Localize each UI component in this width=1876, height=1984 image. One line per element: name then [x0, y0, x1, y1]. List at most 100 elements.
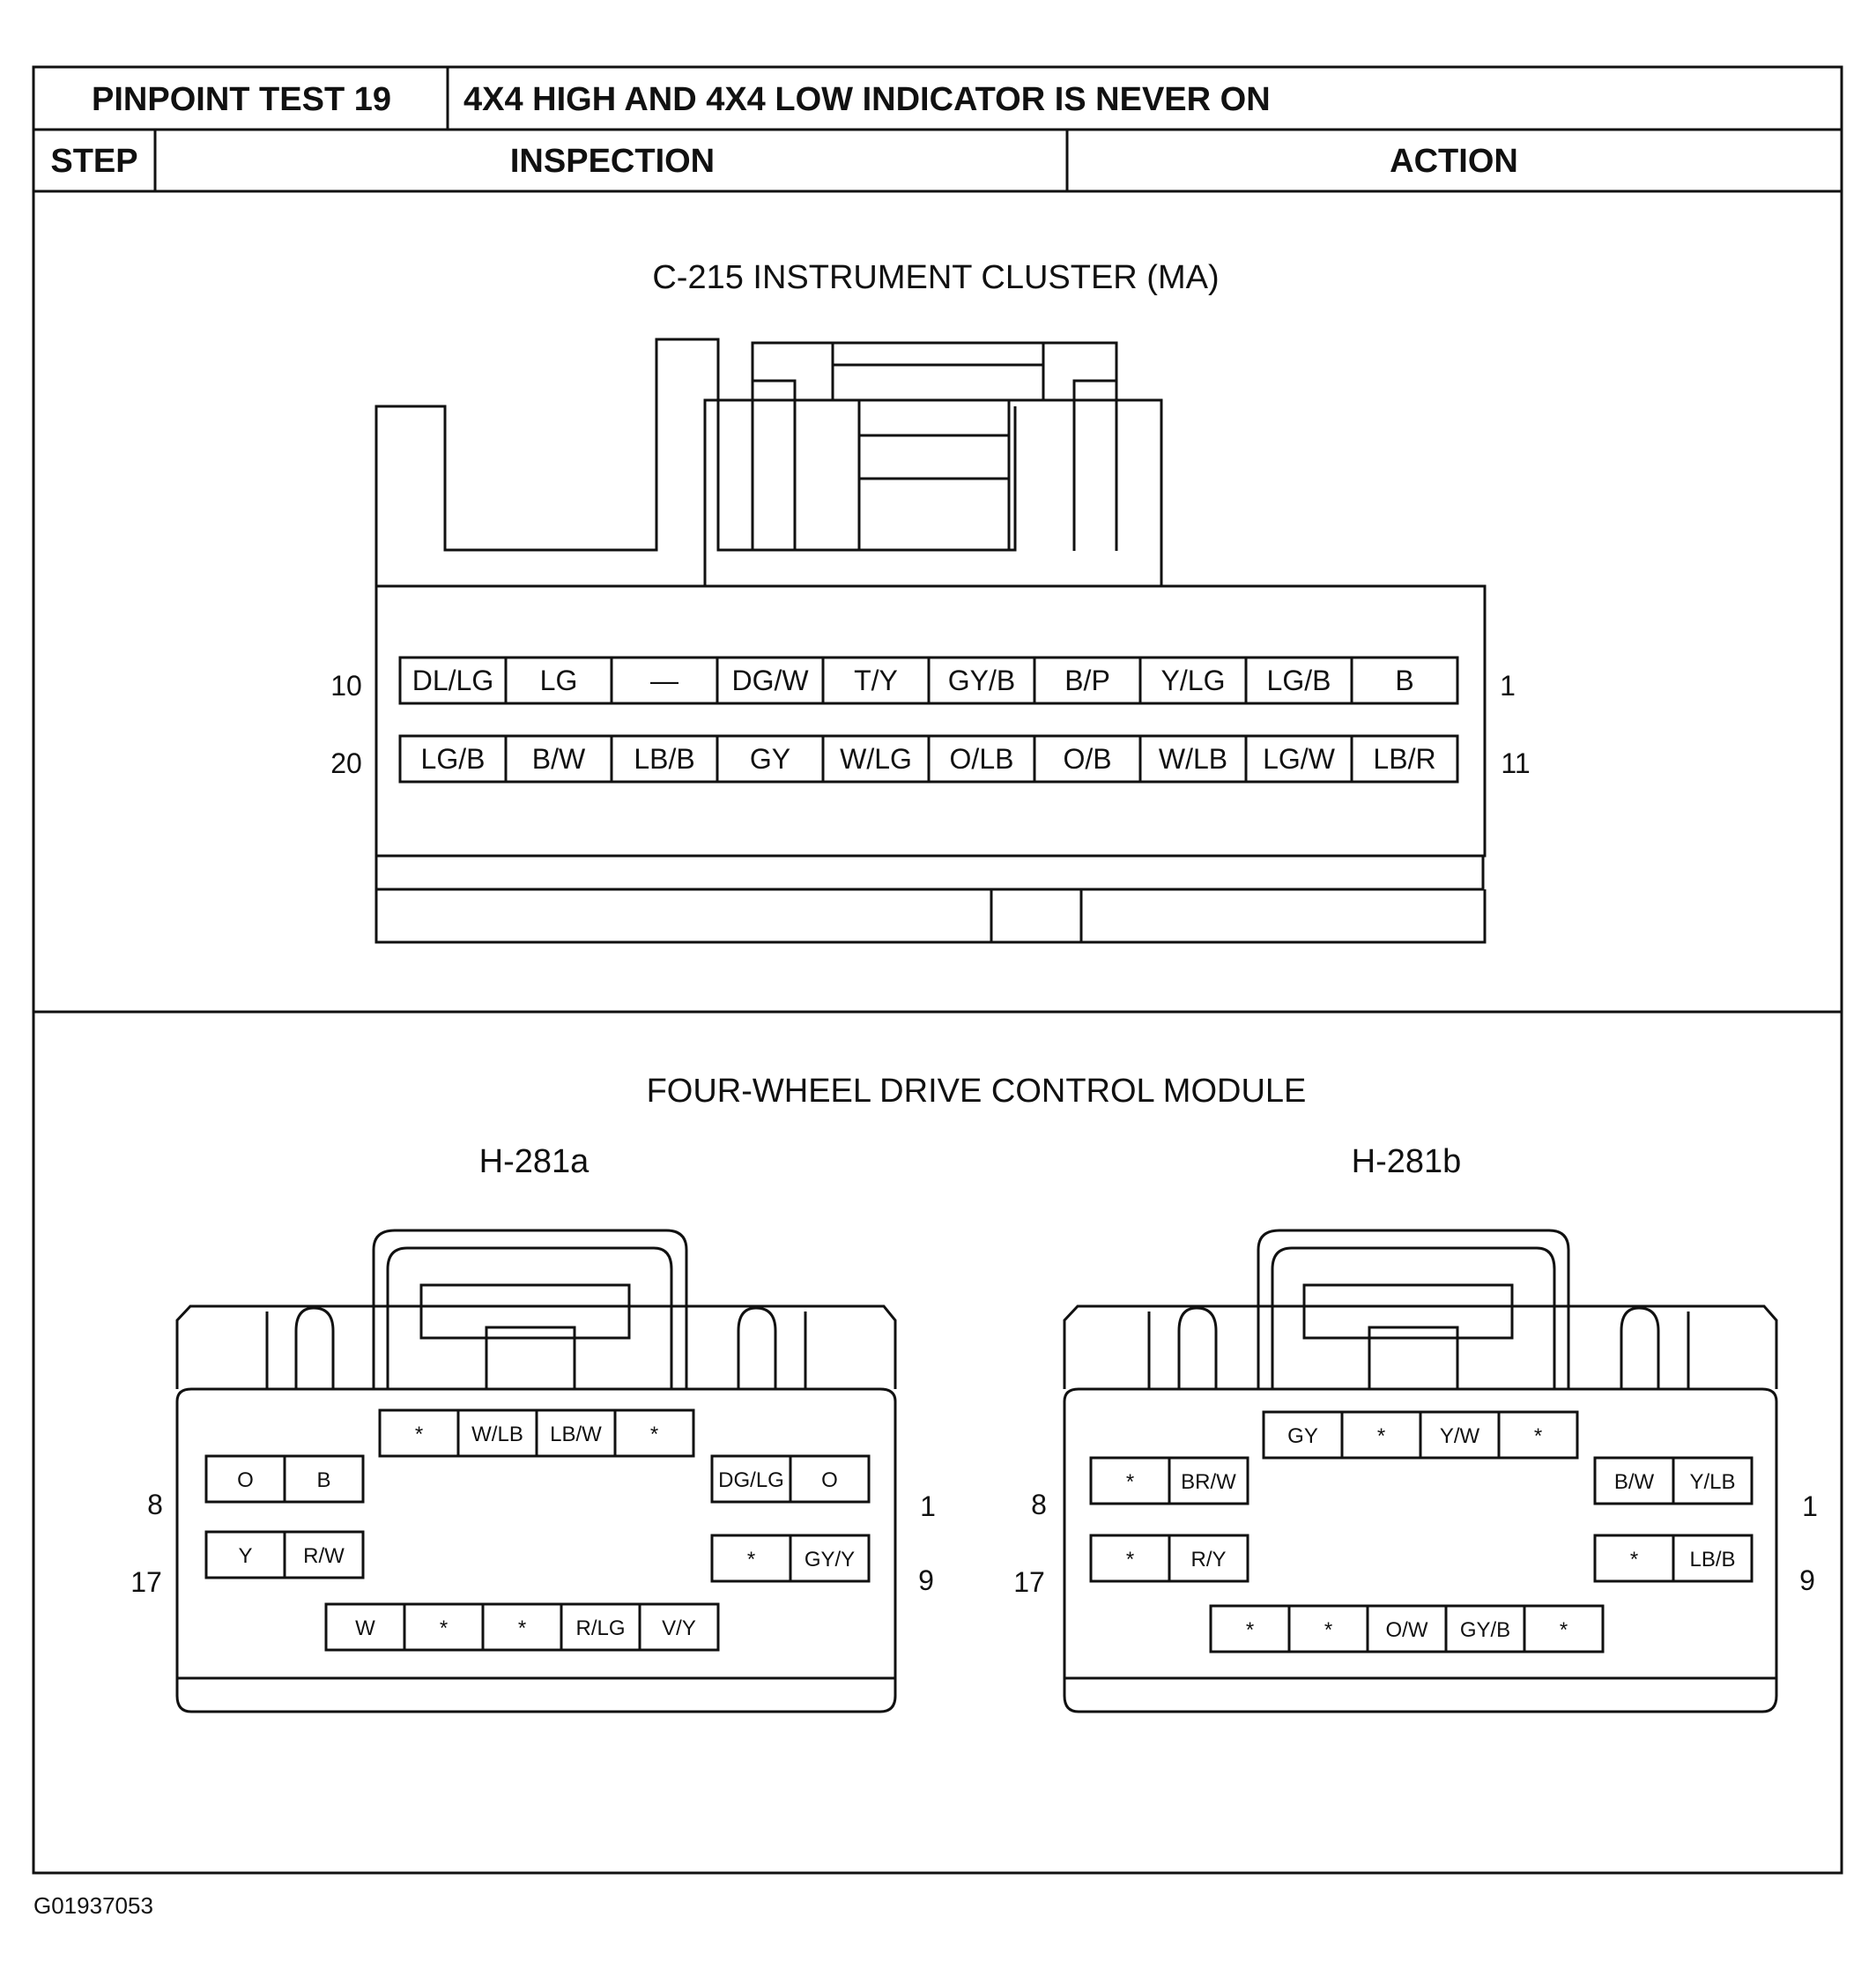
h281b-right-upper-cell-2: Y/LB: [1672, 1456, 1754, 1505]
h281a-right-lower-cell-box: [789, 1534, 871, 1583]
c215-latch-arm-right: [1042, 341, 1118, 400]
h281a-right-lower-cell-1: *: [710, 1534, 792, 1583]
c215-foot-left: [374, 889, 993, 944]
h281b-right-lower-cell-1: *: [1593, 1534, 1675, 1583]
h281a-top-row-cell-1: *: [378, 1408, 460, 1458]
h281b-left-lower-cell-2: R/Y: [1168, 1534, 1249, 1583]
cluster-row1-cell-2: LG: [504, 656, 613, 705]
h281b-top-row-cell-box: [1497, 1410, 1579, 1460]
cluster-row2-cell-box: [1350, 734, 1459, 784]
cluster-pin-10-label: 10: [330, 670, 362, 702]
h281a-left-lower-cell-box: [283, 1530, 365, 1579]
cluster-row1-cell-3: —: [610, 656, 719, 705]
c215-housing-rail: [374, 854, 1485, 891]
cluster-row2-cell-4: GY: [716, 734, 825, 784]
cluster-row1-cell-label: Y/LG: [1161, 665, 1226, 696]
h281a-left-lower-cell-2: R/W: [283, 1530, 365, 1579]
cluster-row2-cell-8: W/LB: [1138, 734, 1248, 784]
h281a-bottom-row-cell-label: W: [355, 1616, 375, 1640]
h281b-left-upper-cell-box: [1168, 1456, 1249, 1505]
h281a-back-shell: [175, 1304, 897, 1389]
h281b-top-row-cell-1: GY: [1262, 1410, 1344, 1460]
h281b-bottom-row-cell-box: [1523, 1604, 1605, 1653]
h281a-latch-window: [419, 1283, 631, 1340]
h281b-latch-window: [1302, 1283, 1514, 1340]
cluster-pin-1-label: 1: [1500, 670, 1516, 702]
h281a-housing-body: [175, 1387, 897, 1713]
h281b-right-upper-cell-1: B/W: [1593, 1456, 1675, 1505]
h281a-bottom-row-cell-label: V/Y: [662, 1616, 696, 1640]
h281b-bottom-row-cell-3: O/W: [1366, 1604, 1448, 1653]
cluster-row2-cell-label: B/W: [532, 743, 586, 775]
column-inspection: INSPECTION: [510, 143, 715, 180]
h281b-latch-middle: [1271, 1246, 1556, 1389]
h281a-top-row-cell-label: *: [650, 1423, 658, 1446]
h281b-left-upper-cell-label: BR/W: [1181, 1470, 1236, 1494]
h281b-left-upper-cell-1: *: [1089, 1456, 1171, 1505]
h281b-right-upper-cell-label: B/W: [1614, 1470, 1655, 1494]
h281b-pin-1-label: 1: [1802, 1490, 1818, 1522]
cluster-row1-cell-label: T/Y: [854, 665, 898, 696]
cluster-row2-cell-3: LB/B: [610, 734, 719, 784]
c215-latch-tab: [857, 398, 1011, 552]
h281a-right-upper-cell-label: O: [821, 1468, 838, 1492]
c215-foot-right: [1081, 889, 1487, 944]
h281a-top-row-cell-3: LB/W: [535, 1408, 617, 1458]
cluster-row1-cell-10: B: [1350, 656, 1459, 705]
cluster-row1-cell-label: —: [650, 665, 678, 696]
h281a-left-lower-cell-1: Y: [204, 1530, 286, 1579]
cluster-row2-cell-label: LB/R: [1373, 743, 1435, 775]
c215-connector: [374, 338, 1487, 944]
sheet-border: [32, 65, 1843, 1875]
h281a-latch-middle: [386, 1246, 673, 1389]
cluster-row1-cell-label: GY/B: [948, 665, 1015, 696]
h281b-bottom-row-cell-2: *: [1287, 1604, 1369, 1653]
cluster-pin-11-label: 11: [1501, 747, 1530, 779]
cluster-row2-cell-5: W/LG: [821, 734, 931, 784]
cluster-row1-cell-5: T/Y: [821, 656, 931, 705]
cluster-row2-cell-label: GY: [750, 743, 790, 775]
c215-latch-cap: [831, 341, 1045, 402]
h281a-bottom-row-cell-label: R/LG: [575, 1616, 625, 1640]
test-label: PINPOINT TEST 19: [92, 81, 391, 118]
h281b-top-row-cell-label: *: [1377, 1424, 1385, 1448]
h281a-bottom-row-cell-4: R/LG: [560, 1602, 641, 1652]
c215-latch-frame: [703, 398, 1163, 588]
h281a-connector: [175, 1229, 897, 1713]
column-step: STEP: [50, 143, 137, 180]
h281b-right-upper-cell-label: Y/LB: [1689, 1470, 1735, 1494]
h281b-left-lower-cell-label: *: [1126, 1548, 1134, 1572]
cluster-row1-cell-1: DL/LG: [398, 656, 508, 705]
h281b-rib-right: [1620, 1306, 1690, 1389]
h281a-bottom-row-cell-label: *: [518, 1616, 526, 1640]
h281b-left-lower-cell-label: R/Y: [1190, 1548, 1226, 1572]
h281a-top-row-cell-box: [613, 1408, 695, 1458]
h281a-left-lower-cell-label: Y: [238, 1544, 252, 1568]
h281b-bottom-row-cell-label: *: [1560, 1618, 1568, 1642]
h281a-left-upper-cell-box: [283, 1454, 365, 1504]
h281b-connector: [1063, 1229, 1778, 1713]
h281b-top-row-cell-3: Y/W: [1419, 1410, 1501, 1460]
h281b-top-row-cell-label: *: [1534, 1424, 1542, 1448]
cluster-row1-cell-7: B/P: [1033, 656, 1142, 705]
h281a-rib-right: [737, 1306, 807, 1389]
h281a-top-row-cell-label: W/LB: [471, 1423, 523, 1446]
cluster-row2-cell-label: W/LB: [1159, 743, 1227, 775]
h281a-left-upper-cell-label: O: [237, 1468, 254, 1492]
cluster-row2-cell-7: O/B: [1033, 734, 1142, 784]
cluster-row2-cell-label: O/LB: [950, 743, 1014, 775]
h281a-top-row-cell-label: LB/W: [550, 1423, 602, 1446]
h281a-right-upper-cell-label: DG/LG: [718, 1468, 784, 1492]
h281b-bottom-row-cell-1: *: [1209, 1604, 1291, 1653]
cluster-row2-cell-label: O/B: [1063, 743, 1111, 775]
h281b-top-row-cell-label: GY: [1287, 1424, 1318, 1448]
h281b-right-upper-cell-box: [1672, 1456, 1754, 1505]
cluster-row2-cell-9: LG/W: [1244, 734, 1353, 784]
h281a-top-row-cell-4: *: [613, 1408, 695, 1458]
h281a-right-upper-cell-box: [789, 1454, 871, 1504]
cluster-row2-cell-6: O/LB: [927, 734, 1036, 784]
h281b-top-row-cell-2: *: [1340, 1410, 1422, 1460]
h281a-right-upper-cell-2: O: [789, 1454, 871, 1504]
cluster-row1-cell-box: [1350, 656, 1459, 705]
